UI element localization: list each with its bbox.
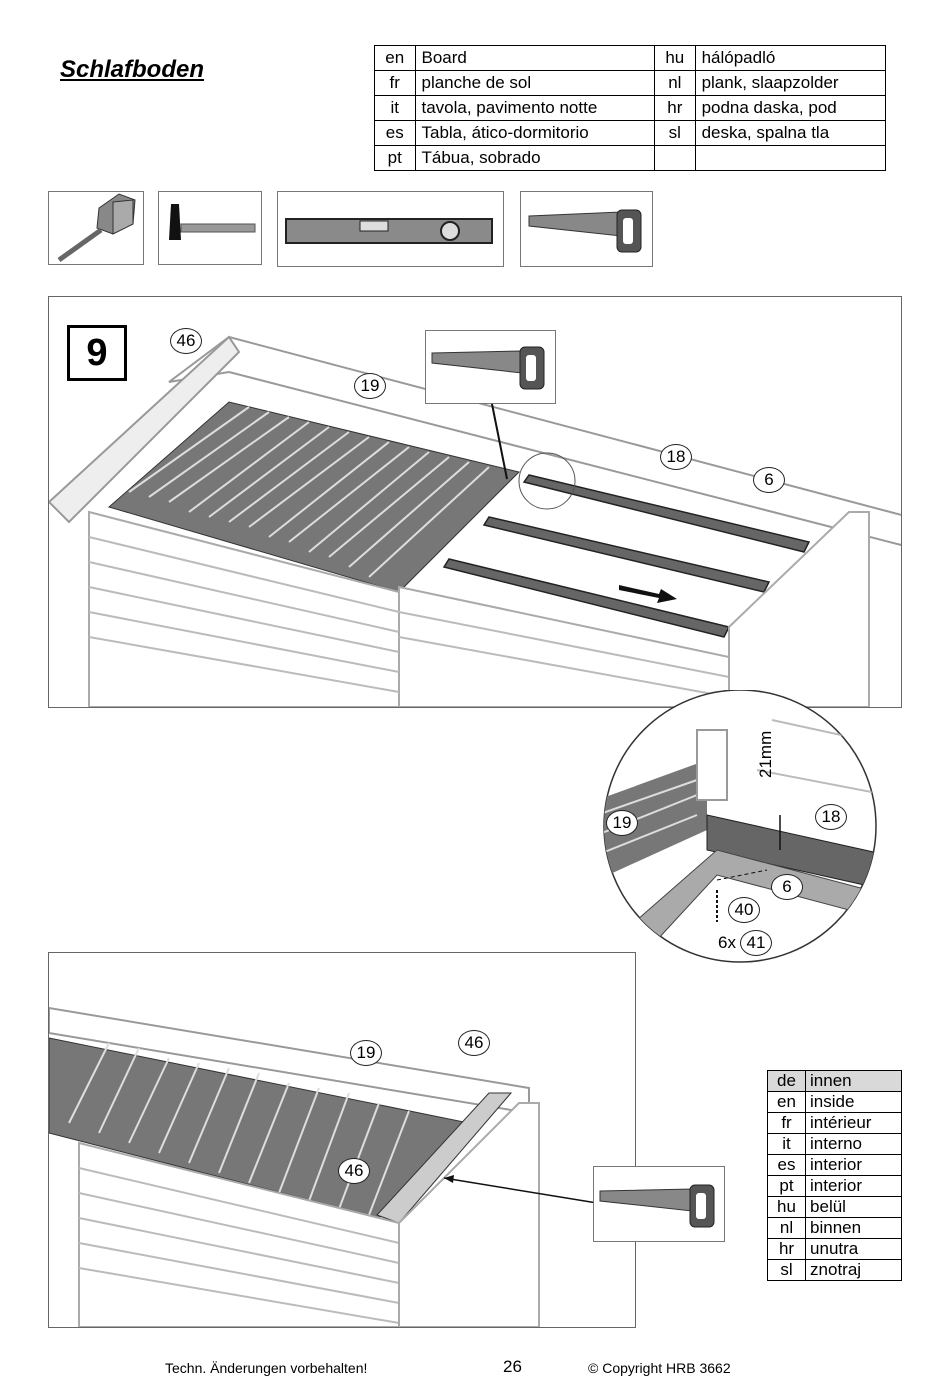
callout-6: 6 bbox=[771, 874, 803, 900]
tape-measure-tool bbox=[48, 191, 144, 265]
callout-19: 19 bbox=[354, 373, 386, 399]
saw-tool bbox=[520, 191, 653, 267]
callout-6: 6 bbox=[753, 467, 785, 493]
footer-disclaimer: Techn. Änderungen vorbehalten! bbox=[165, 1360, 368, 1376]
footer-copyright: © Copyright HRB 3662 bbox=[588, 1360, 731, 1376]
callout-18: 18 bbox=[660, 444, 692, 470]
step-9-illustration bbox=[48, 296, 902, 708]
spirit-level-icon bbox=[285, 218, 493, 244]
table-row: pt Tábua, sobrado bbox=[374, 145, 887, 171]
hammer-tool bbox=[158, 191, 262, 265]
hammer-icon bbox=[169, 204, 256, 240]
table-row: fr planche de sol nl plank, slaapzolder bbox=[374, 70, 887, 96]
saw-icon bbox=[431, 346, 545, 390]
saw-icon bbox=[528, 209, 642, 253]
table-row: es Tabla, ático-dormitorio sl deska, spa… bbox=[374, 120, 887, 146]
detail-circle bbox=[603, 690, 877, 963]
floor-edge-drawing bbox=[49, 1006, 598, 1327]
callout-46: 46 bbox=[170, 328, 202, 354]
dimension-label: 21mm bbox=[756, 730, 775, 778]
callout-19: 19 bbox=[350, 1040, 382, 1066]
translation-table: en Board hu hálópadló fr planche de sol … bbox=[374, 45, 887, 171]
callout-18: 18 bbox=[815, 804, 847, 830]
saw-inset bbox=[593, 1166, 725, 1242]
callout-46: 46 bbox=[458, 1030, 490, 1056]
table-row: it tavola, pavimento notte hr podna dask… bbox=[374, 95, 887, 121]
page-title: Schlafboden bbox=[60, 56, 205, 83]
page-number: 26 bbox=[503, 1357, 522, 1376]
table-row: en Board hu hálópadló bbox=[374, 45, 887, 71]
quantity-label: 6x bbox=[718, 933, 736, 952]
tape-measure-icon bbox=[57, 193, 136, 263]
callout-19: 19 bbox=[606, 810, 638, 836]
floor-assembly-drawing bbox=[49, 335, 901, 707]
callout-41: 41 bbox=[740, 930, 772, 956]
spirit-level-tool bbox=[277, 191, 504, 267]
saw-inset bbox=[425, 330, 556, 404]
step-number: 9 bbox=[67, 325, 127, 381]
callout-46: 46 bbox=[338, 1158, 370, 1184]
callout-40: 40 bbox=[728, 897, 760, 923]
saw-icon bbox=[599, 1184, 715, 1228]
bottom-illustration bbox=[48, 952, 636, 1328]
